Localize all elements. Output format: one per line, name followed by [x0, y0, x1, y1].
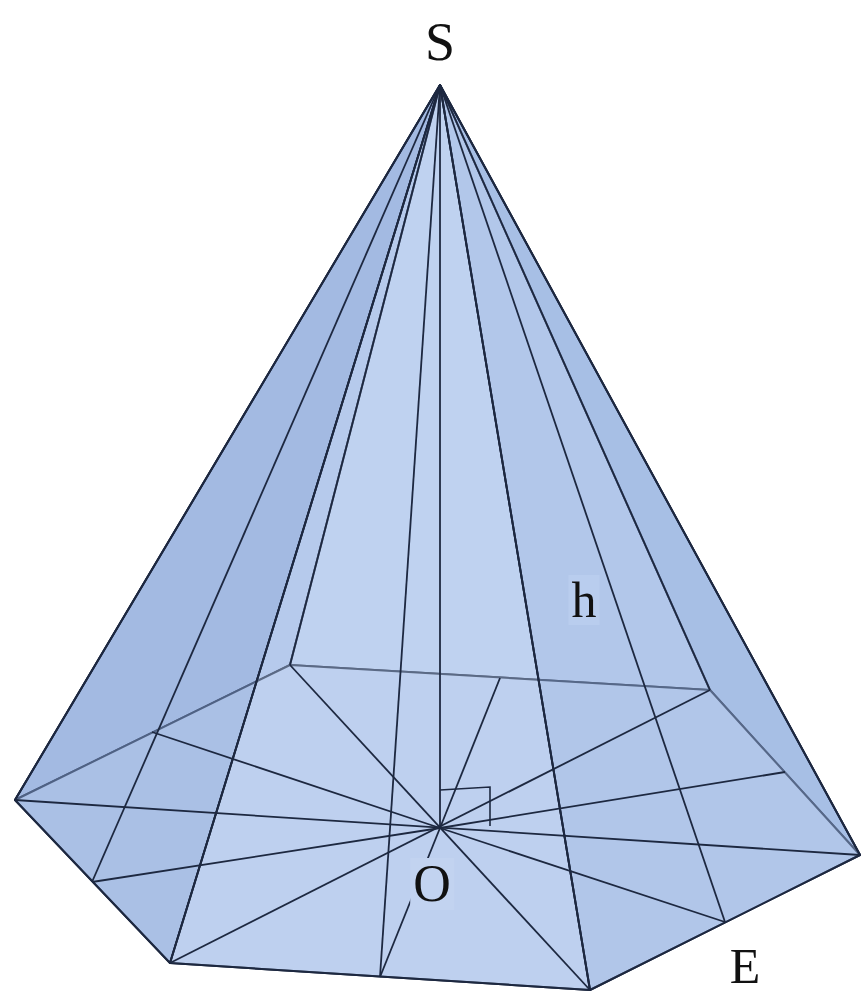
apothem — [92, 85, 440, 882]
face — [440, 85, 860, 990]
edge — [440, 85, 860, 855]
inradius — [92, 828, 440, 882]
inradius — [440, 678, 500, 828]
height — [439, 85, 441, 828]
apothem — [440, 85, 725, 922]
point-label: E — [727, 941, 764, 991]
apothem — [380, 85, 440, 977]
edge — [15, 85, 440, 800]
inradius — [440, 772, 785, 828]
point-label: h — [569, 575, 600, 625]
edge — [440, 85, 710, 690]
inradius — [440, 828, 725, 922]
point-label: O — [410, 858, 454, 910]
edge — [170, 85, 440, 963]
point-label: S — [422, 15, 458, 69]
inradius — [152, 732, 440, 828]
right-angle-mark — [440, 787, 490, 826]
